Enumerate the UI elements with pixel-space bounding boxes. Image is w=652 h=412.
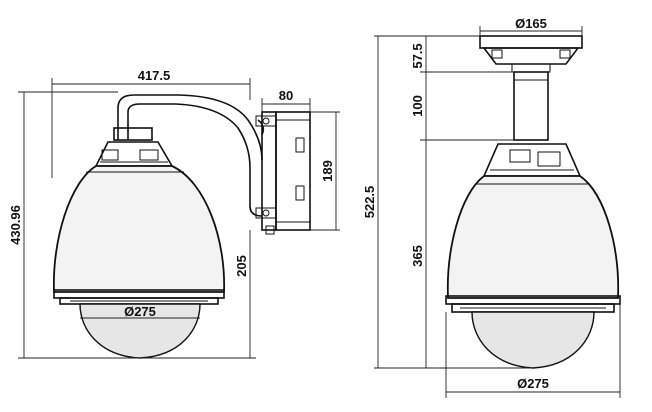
pendant-ring [445, 295, 621, 313]
wall-mount-view: 417.5 80 189 430.96 205 Ø275 [8, 68, 340, 359]
pendant-housing [446, 175, 620, 299]
dim-pole-length: 100 [410, 95, 425, 117]
curved-arm [117, 94, 265, 217]
dim-body-height: 205 [234, 255, 249, 277]
wall-mount-dimensions: 417.5 80 189 430.96 205 Ø275 [8, 68, 340, 359]
dim-dome-diameter-right: Ø275 [517, 376, 549, 391]
pendant-pole [513, 71, 549, 141]
dim-bracket-depth: 80 [279, 88, 293, 103]
pendant-mount-view: Ø165 522.5 57.5 100 365 Ø275 [362, 16, 621, 398]
camera-neck [94, 127, 174, 167]
ceiling-flange [479, 35, 583, 73]
pendant-dimensions: Ø165 522.5 57.5 100 365 Ø275 [362, 16, 621, 398]
pendant-dome [471, 311, 595, 369]
dim-body-height-right: 365 [410, 245, 425, 267]
dim-flange-diameter: Ø165 [515, 16, 547, 31]
dim-overall-width: 417.5 [138, 68, 171, 83]
dim-dome-diameter-left: Ø275 [124, 304, 156, 319]
wall-bracket [255, 111, 311, 235]
dim-bracket-height: 189 [320, 160, 335, 182]
dim-overall-height: 430.96 [8, 205, 23, 245]
dim-flange-height: 57.5 [410, 43, 425, 68]
pendant-neck [482, 143, 582, 177]
camera-housing [53, 165, 225, 293]
dim-overall-height-right: 522.5 [362, 186, 377, 219]
